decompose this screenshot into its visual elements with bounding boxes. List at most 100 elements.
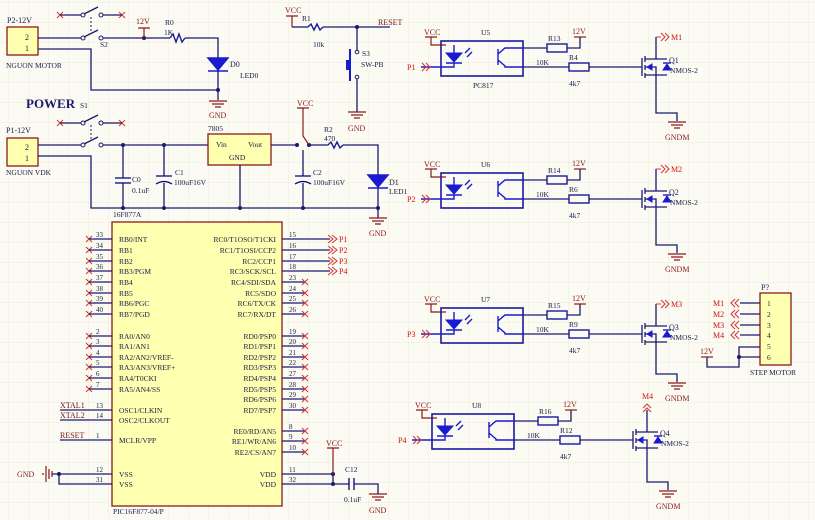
mcu-pin-name: RB5 xyxy=(119,289,133,298)
mcu-body[interactable] xyxy=(111,221,283,507)
no-connect-mark xyxy=(301,448,309,456)
resistor-r1[interactable] xyxy=(307,22,324,32)
optocoupler[interactable] xyxy=(440,307,524,344)
switch-s1-label: S1 xyxy=(80,101,88,110)
gnd-symbol xyxy=(369,493,387,501)
mcu-pin-name: RA0/AN0 xyxy=(119,332,150,341)
gate-resistor[interactable] xyxy=(568,62,590,72)
optocoupler[interactable] xyxy=(440,172,524,209)
mosfet[interactable] xyxy=(632,429,658,451)
mosfet[interactable] xyxy=(641,188,667,210)
pullup-resistor[interactable] xyxy=(546,175,568,185)
net-port-arrow xyxy=(412,435,422,445)
net-port-arrow xyxy=(421,62,431,72)
pullup-resistor[interactable] xyxy=(546,310,568,320)
optocoupler[interactable] xyxy=(431,413,515,450)
gate-resistor[interactable] xyxy=(559,435,581,445)
opto-designator: U5 xyxy=(481,28,490,37)
output-net-label: M1 xyxy=(671,33,682,42)
optocoupler[interactable] xyxy=(440,40,524,77)
mcu-part-top: 16F877A xyxy=(113,210,142,219)
mcu-pin-name: RC2/CCP1 xyxy=(242,257,276,266)
output-net-label: M4 xyxy=(642,392,653,401)
p7-pin-number: 4 xyxy=(767,331,771,340)
mcu-pin-number: 33 xyxy=(96,231,104,239)
mcu-pin-number: 32 xyxy=(289,476,297,484)
gate-resistor[interactable] xyxy=(568,329,590,339)
regulator-gnd: GND xyxy=(229,153,246,162)
no-connect-mark xyxy=(301,406,309,414)
resistor-r2[interactable] xyxy=(327,140,344,150)
capacitor-c0[interactable] xyxy=(115,177,131,184)
mosfet[interactable] xyxy=(641,56,667,78)
capacitor-c1[interactable] xyxy=(155,175,173,185)
reset-net-label: RESET xyxy=(60,431,85,440)
gate-resistor[interactable] xyxy=(568,194,590,204)
net-port-arrow xyxy=(642,403,652,413)
motor-supply-section: P2-12V 2 1 NGUON MOTOR S2 12V R0 1K D0 L… xyxy=(6,6,259,120)
logic-supply-section: POWER S1 P1-12V 2 1 NGUON VDK C0 0.1uF C… xyxy=(6,96,408,238)
c0-value: 0.1uF xyxy=(132,186,149,195)
switch-s1[interactable] xyxy=(83,136,99,145)
regulator-7805[interactable] xyxy=(207,133,272,166)
pullup-resistor[interactable] xyxy=(546,43,568,53)
resistor-r0[interactable] xyxy=(169,32,186,44)
connector-p7[interactable] xyxy=(759,292,792,366)
connector-p1[interactable] xyxy=(6,137,39,167)
gndm-symbol xyxy=(659,490,677,498)
capacitor-c2[interactable] xyxy=(294,175,312,185)
mosfet[interactable] xyxy=(641,323,667,345)
p7-net-label: M1 xyxy=(713,299,724,308)
connector-p2[interactable] xyxy=(6,26,39,56)
pullup-resistor[interactable] xyxy=(537,416,559,426)
pullup-value: 10K xyxy=(536,325,550,334)
mcu-pin-name: OSC1/CLKIN xyxy=(119,406,163,415)
gnd-symbol xyxy=(209,100,227,108)
gnd-label: GND xyxy=(369,229,387,238)
mcu-pin-number: 6 xyxy=(96,370,100,378)
net-port-arrow xyxy=(421,329,431,339)
r1-name: R1 xyxy=(302,14,311,23)
